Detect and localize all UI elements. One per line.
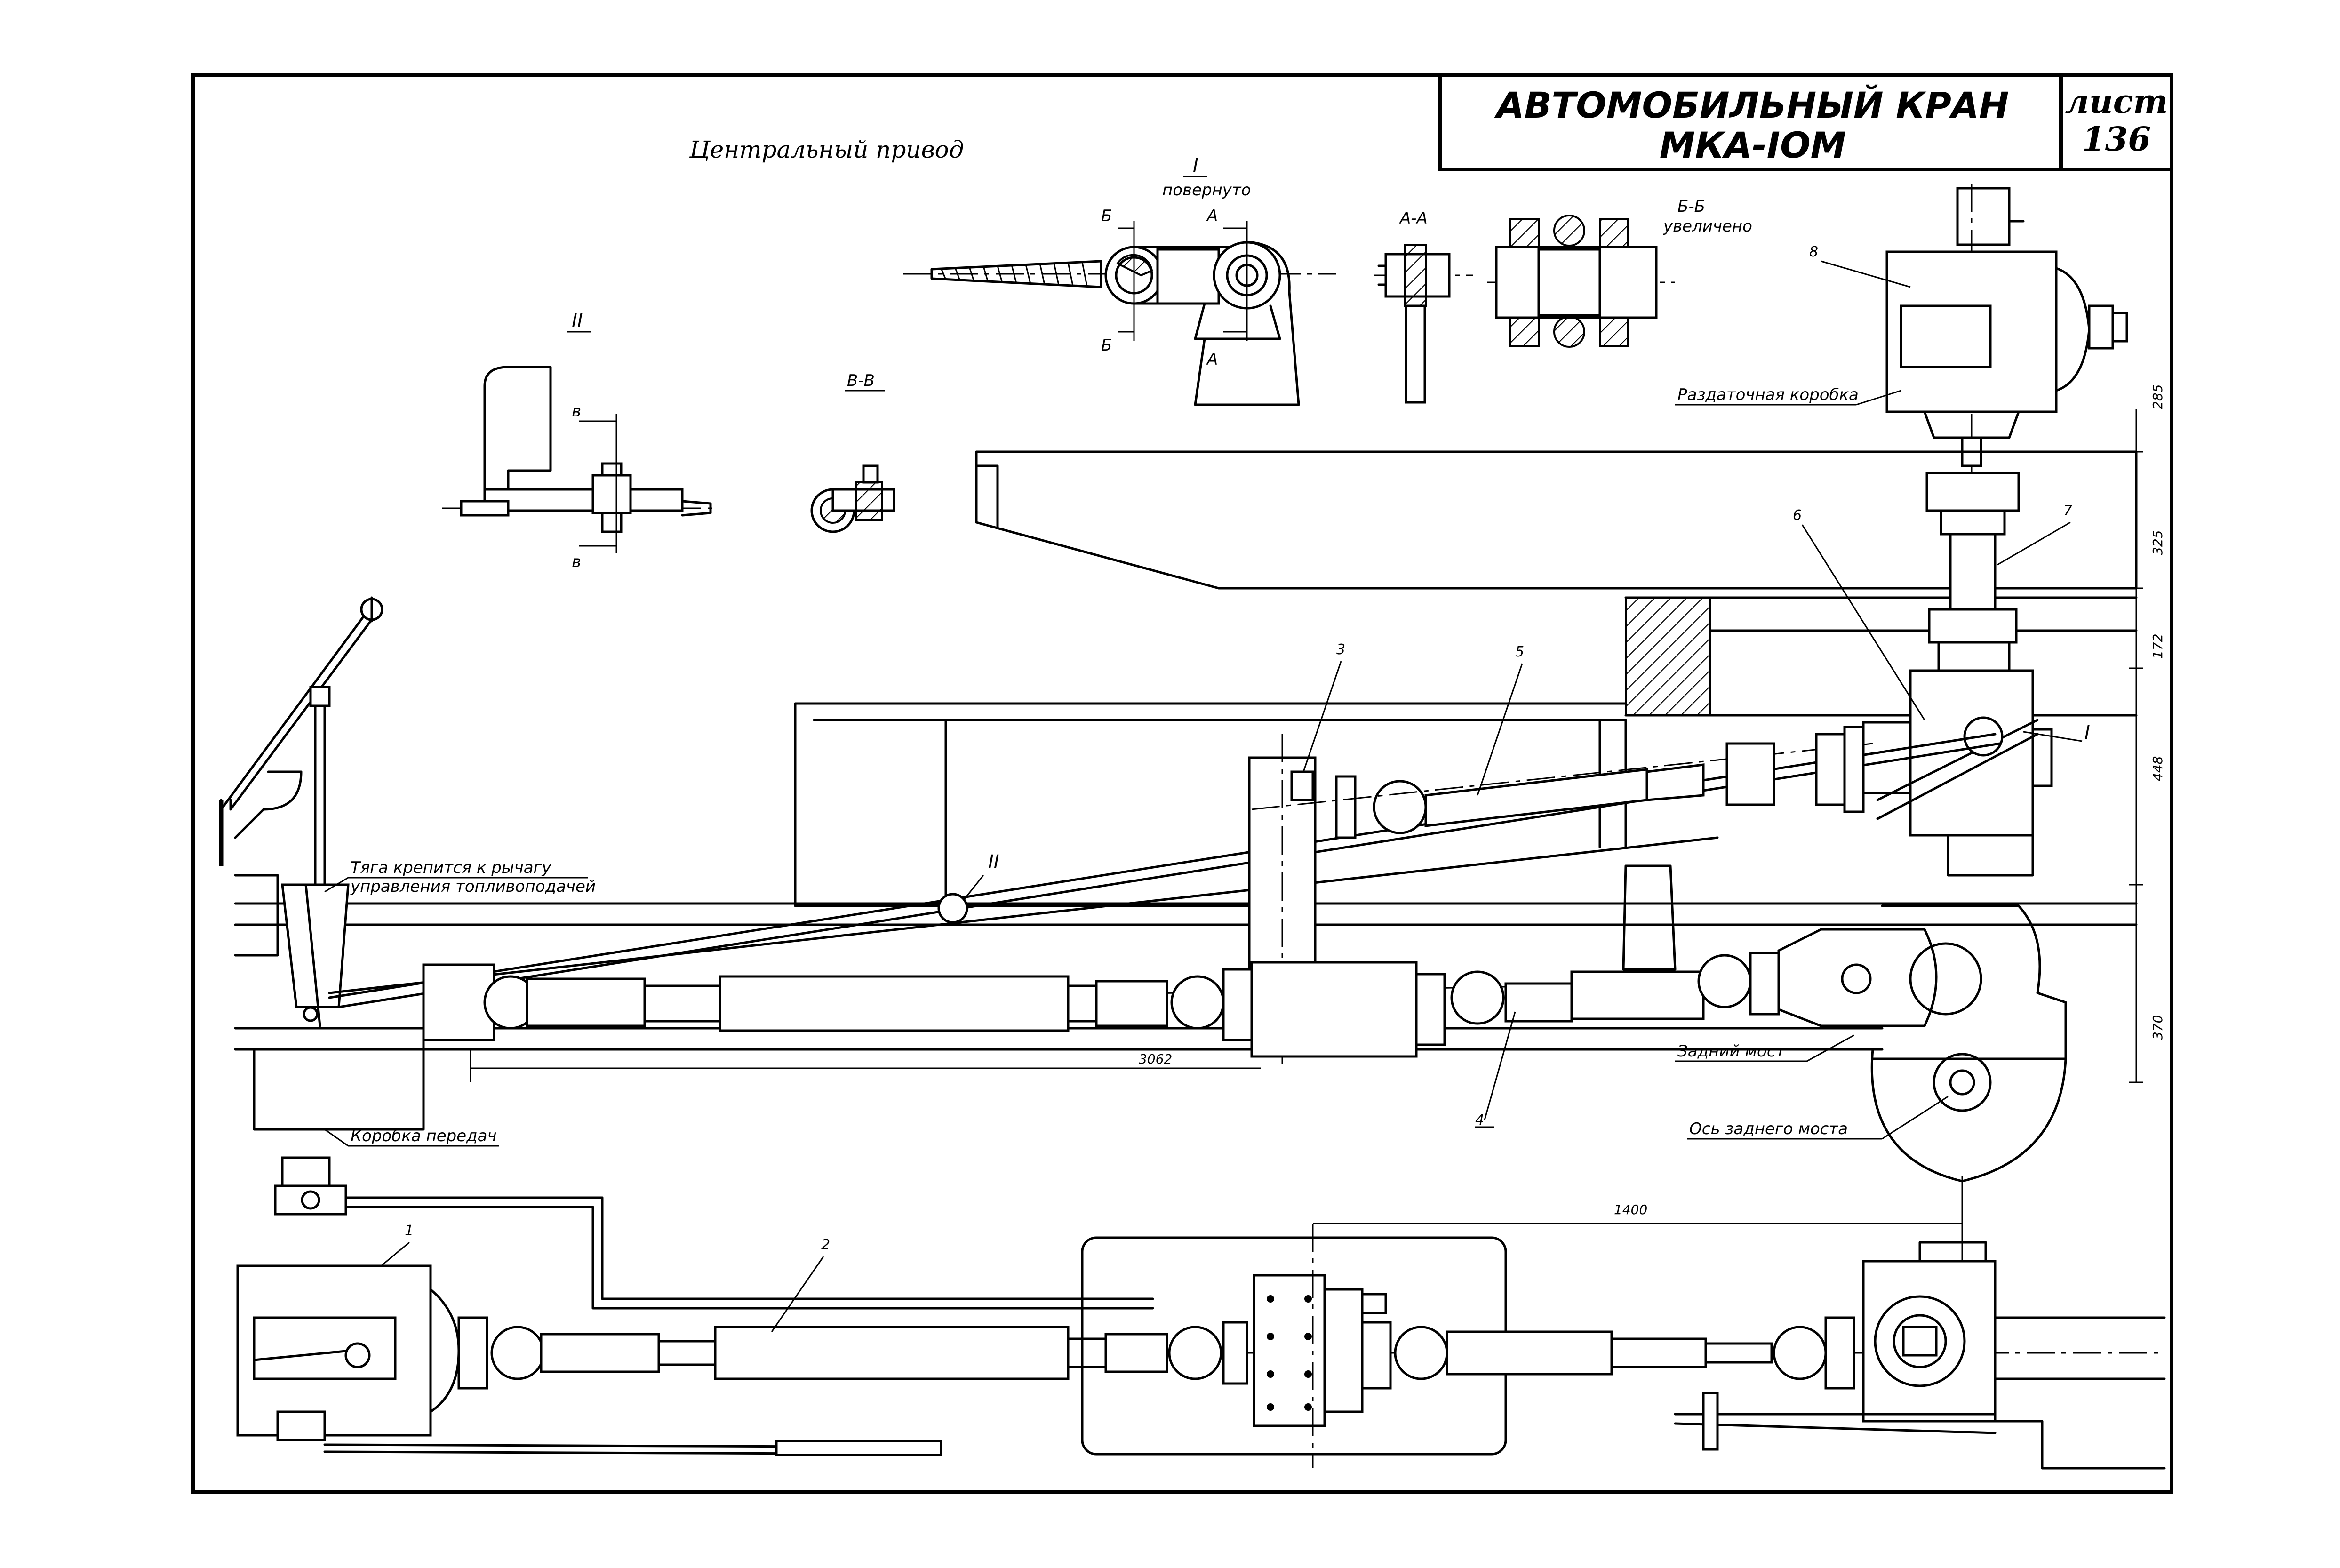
dim-1400: 1400: [1614, 1202, 1647, 1217]
dimension-chain-right: 285 325 172 448 370: [2129, 384, 2165, 1083]
dim-325: 325: [2150, 530, 2165, 555]
mark-v-bottom: в: [572, 552, 581, 571]
callout-2: 2: [821, 1237, 830, 1253]
rod-note-line-2: управления топливоподачей: [350, 877, 596, 896]
title-line-1: АВТОМОБИЛЬНЫЙ КРАН: [1494, 84, 2009, 126]
drawing-frame: [191, 73, 2173, 1494]
section-aa-label: А-А: [1399, 209, 1428, 228]
fuel-control-lever: Тяга крепится к рычагу управления топлив…: [219, 596, 596, 1027]
dim-370: 370: [2150, 1015, 2165, 1040]
section-vv-label: В-В: [847, 371, 875, 390]
plan-view: 1 2: [236, 1156, 2166, 1470]
control-rods: II: [328, 733, 2001, 1008]
section-callout-I: I: [2084, 722, 2090, 744]
dim-3062: 3062: [1139, 1051, 1172, 1067]
dim-448: 448: [2150, 756, 2165, 781]
rear-axle-shaft-label: Ось заднего моста: [1689, 1120, 1848, 1138]
main-propeller-shaft: 4: [422, 864, 2067, 1128]
callout-5: 5: [1515, 644, 1524, 660]
section-bb-note: увеличено: [1663, 217, 1752, 236]
callout-6: 6: [1793, 507, 1802, 524]
dim-172: 172: [2150, 634, 2165, 659]
crane-frame-upper: [975, 450, 2138, 717]
mark-v-top: в: [572, 402, 581, 421]
sheet-label: лист: [2065, 82, 2168, 121]
detail-view-I: I повернуто Б Б А А: [903, 155, 1336, 406]
title-line-2: МКА-IОМ: [1660, 124, 1846, 166]
transfer-box-assembly: 8 Раздаточная коробка: [1675, 184, 2128, 706]
gearbox-label: Коробка передач: [351, 1127, 497, 1145]
mark-a-top: А: [1206, 207, 1218, 225]
section-bb-label: Б-Б: [1677, 197, 1705, 216]
mark-b-bottom: Б: [1101, 336, 1112, 355]
dim-285: 285: [2150, 384, 2165, 409]
shaft-7: 7: [1925, 472, 2072, 672]
view-I-note: повернуто: [1162, 181, 1251, 200]
view-I-label: I: [1193, 155, 1198, 176]
rear-axle-label: Задний мост: [1677, 1042, 1786, 1061]
rear-wheel: Задний мост Ось заднего моста: [1675, 1034, 2067, 1183]
callout-1: 1: [405, 1223, 414, 1239]
drawing-heading: Центральный привод: [689, 136, 964, 163]
detail-view-II: II в в: [442, 310, 715, 571]
callout-7: 7: [2063, 503, 2072, 519]
section-B-B: Б-Б увеличено: [1487, 197, 1752, 348]
section-callout-II: II: [988, 851, 999, 873]
mark-b-top: Б: [1101, 207, 1112, 225]
callout-8: 8: [1809, 244, 1818, 260]
callout-3: 3: [1336, 641, 1345, 658]
callout-4: 4: [1475, 1112, 1484, 1128]
gearbox: Коробка передач: [324, 1127, 499, 1147]
dimension-3062: 3062: [470, 1049, 1261, 1082]
section-A-A: А-А: [1374, 209, 1473, 404]
reduction-box-6: 6 I: [1793, 507, 2090, 877]
sheet-number: 136: [2082, 120, 2151, 159]
transfer-box-label: Раздаточная коробка: [1677, 385, 1859, 404]
title-block: АВТОМОБИЛЬНЫЙ КРАН МКА-IОМ лист 136: [1438, 73, 2173, 171]
section-V-V: В-В: [810, 371, 895, 533]
mark-a-bottom: А: [1206, 350, 1218, 369]
rod-note-line-1: Тяга крепится к рычагу: [351, 858, 551, 877]
view-II-label: II: [572, 310, 583, 332]
